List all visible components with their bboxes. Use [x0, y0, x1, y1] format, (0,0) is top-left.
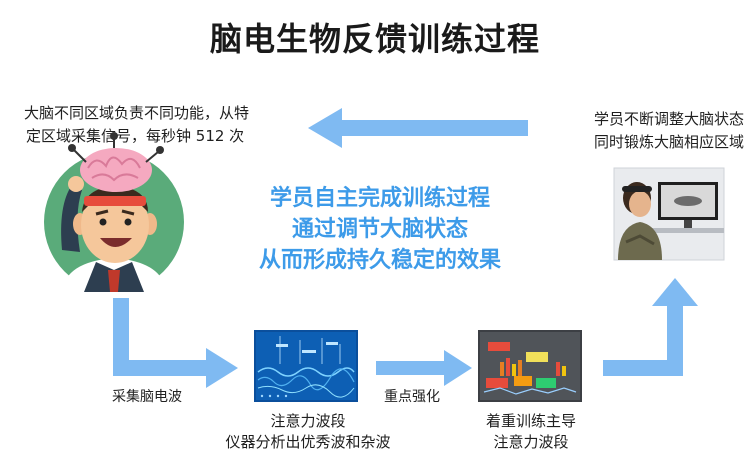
training-screen [478, 330, 582, 402]
wave-analysis-caption: 注意力波段 仪器分析出优秀波和杂波 [196, 411, 420, 453]
center-line-2: 通过调节大脑状态 [291, 217, 468, 242]
wave-caption-line-2: 仪器分析出优秀波和杂波 [225, 433, 391, 451]
arrow-collect [113, 298, 238, 388]
arrow-emphasis [376, 350, 472, 386]
trainee-photo [613, 167, 725, 261]
training-caption: 着重训练主导 注意力波段 [460, 411, 602, 453]
emphasis-label: 重点强化 [384, 389, 440, 405]
train-caption-line-1: 着重训练主导 [485, 412, 576, 430]
brain-region-description: 大脑不同区域负责不同功能，从特 定区域采集信号，每秒钟 512 次 [24, 102, 294, 148]
collect-brainwave-label: 采集脑电波 [112, 389, 182, 405]
arrow-feedback-left [308, 108, 528, 148]
brain-region-line-2: 定区域采集信号，每秒钟 512 次 [26, 127, 245, 145]
page-title: 脑电生物反馈训练过程 [209, 20, 540, 58]
trainee-line-1: 学员不断调整大脑状态 [593, 110, 744, 128]
arrow-feedback-up [603, 278, 698, 376]
brain-head-illustration [44, 132, 184, 292]
center-line-3: 从而形成持久稳定的效果 [258, 248, 501, 273]
trainee-line-2: 同时锻炼大脑相应区域 [593, 133, 744, 151]
wave-analysis-screen [254, 330, 358, 402]
trainee-description: 学员不断调整大脑状态 同时锻炼大脑相应区域 [574, 108, 744, 154]
center-line-1: 学员自主完成训练过程 [269, 186, 490, 211]
center-statement: 学员自主完成训练过程 通过调节大脑状态 从而形成持久稳定的效果 [190, 183, 570, 276]
brain-region-line-1: 大脑不同区域负责不同功能，从特 [24, 104, 250, 122]
train-caption-line-2: 注意力波段 [493, 433, 569, 451]
wave-caption-line-1: 注意力波段 [270, 412, 346, 430]
